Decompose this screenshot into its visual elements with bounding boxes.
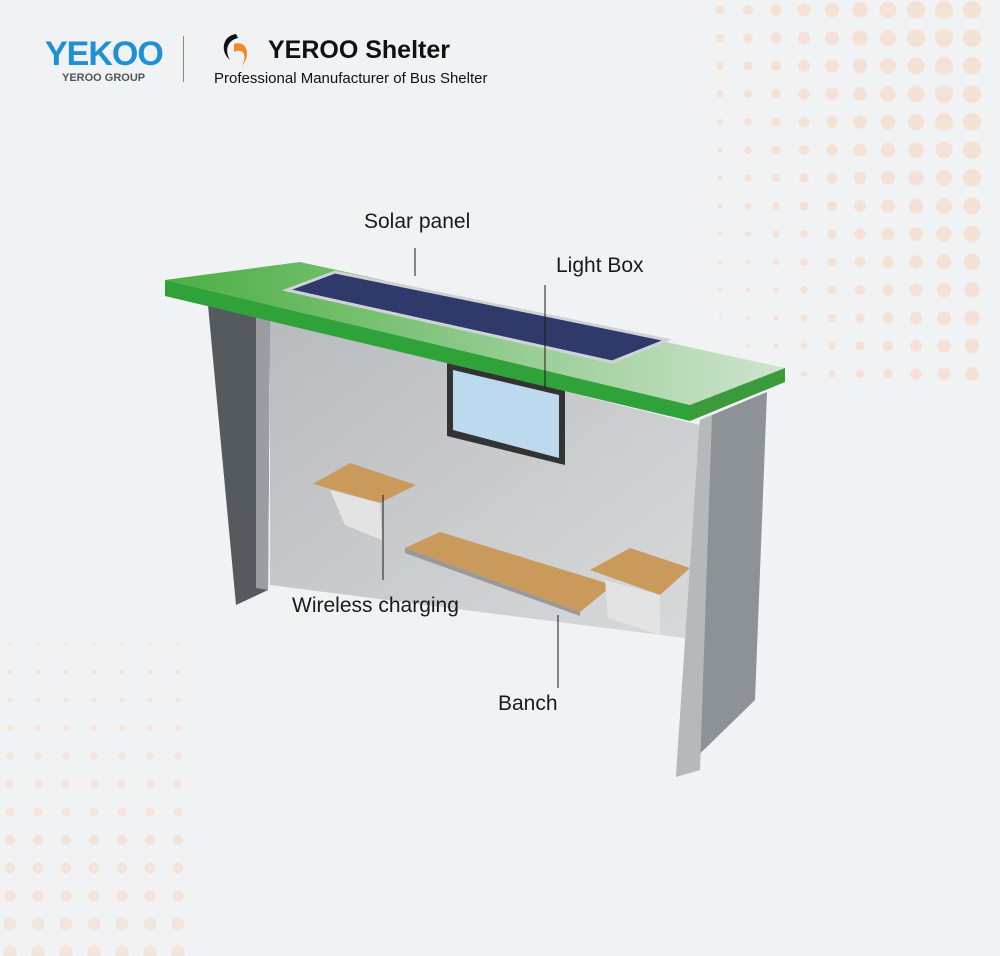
yekoo-logo-subtitle: YEROO GROUP (62, 72, 146, 84)
label-bench: Banch (498, 692, 558, 715)
roof-edge (165, 280, 690, 421)
yeroo-shelter-logo-icon (223, 34, 248, 66)
brand-name: YEROO Shelter (268, 36, 450, 64)
side-bench-left (313, 463, 416, 503)
left-side-panel (208, 305, 270, 605)
bench-seat-center (405, 532, 613, 612)
back-wall (270, 318, 700, 640)
divider (183, 36, 184, 82)
label-wireless-charging: Wireless charging (292, 594, 459, 617)
side-bench-right (590, 548, 690, 595)
yekoo-logo: YEKOO (45, 35, 164, 73)
solar-panel (281, 270, 673, 364)
label-light-box: Light Box (556, 254, 644, 277)
brand-tagline: Professional Manufacturer of Bus Shelter (214, 70, 488, 87)
label-solar-panel: Solar panel (364, 210, 471, 233)
